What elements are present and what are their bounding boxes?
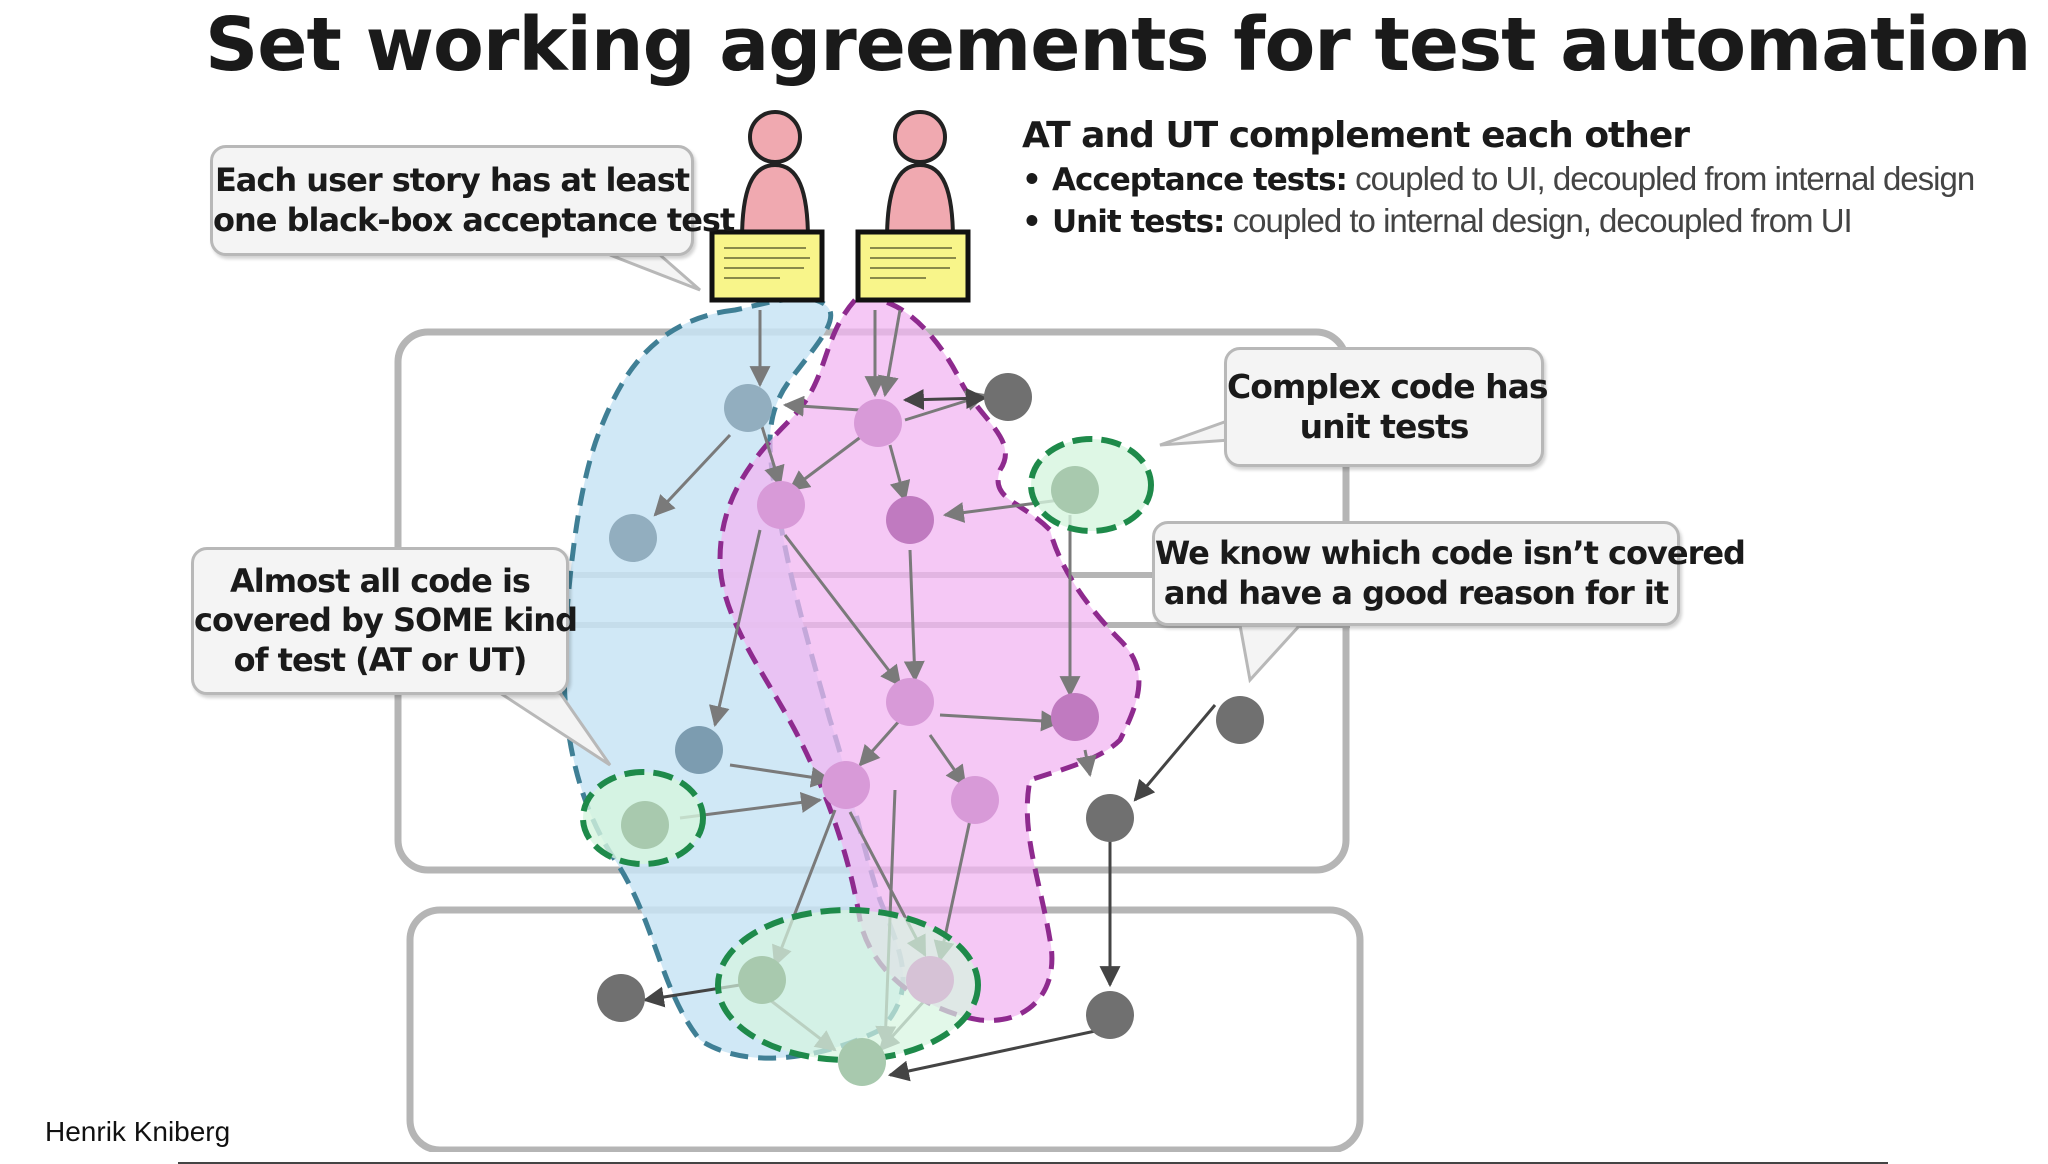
code-node bbox=[609, 514, 657, 562]
code-node bbox=[738, 956, 786, 1004]
code-node bbox=[621, 801, 669, 849]
story-card-icon bbox=[709, 229, 825, 303]
code-node bbox=[886, 496, 934, 544]
at-ut-info: AT and UT complement each other • Accepta… bbox=[1022, 115, 2022, 240]
callout-line: covered by SOME kind bbox=[194, 601, 578, 640]
code-node bbox=[854, 399, 902, 447]
uncovered-node bbox=[1216, 696, 1264, 744]
info-desc: coupled to UI, decoupled from internal d… bbox=[1346, 160, 1975, 197]
acceptance-test-region bbox=[561, 296, 906, 1061]
code-node bbox=[838, 1038, 886, 1086]
callout-line: Almost all code is bbox=[230, 562, 531, 601]
callout-line: one black-box acceptance test bbox=[213, 200, 735, 239]
info-heading: AT and UT complement each other bbox=[1022, 115, 1690, 156]
callout-user-story: Each user story has at least one black-b… bbox=[210, 145, 735, 256]
callout-line: Each user story has at least bbox=[214, 161, 690, 200]
uncovered-node bbox=[984, 373, 1032, 421]
info-term: Acceptance tests: bbox=[1052, 162, 1348, 198]
story-card-icon bbox=[855, 229, 971, 303]
info-desc: coupled to internal design, decoupled fr… bbox=[1224, 202, 1853, 239]
uncovered-node bbox=[1086, 794, 1134, 842]
code-node bbox=[822, 761, 870, 809]
bullet-icon: • bbox=[1022, 204, 1042, 240]
user-figure-left bbox=[709, 110, 825, 303]
callout-tail bbox=[1159, 417, 1232, 447]
callout-tail bbox=[1238, 623, 1304, 684]
code-node bbox=[675, 726, 723, 774]
slide-title: Set working agreements for test automati… bbox=[205, 2, 2031, 88]
info-item-unit: • Unit tests: coupled to internal design,… bbox=[1022, 202, 2022, 240]
uncovered-node bbox=[597, 974, 645, 1022]
callout-line: Complex code has bbox=[1227, 366, 1549, 406]
bullet-icon: • bbox=[1022, 162, 1042, 198]
unit-test-region bbox=[717, 296, 1142, 1023]
code-node bbox=[757, 481, 805, 529]
callout-complex-code: Complex code has unit tests bbox=[1224, 347, 1549, 467]
code-node bbox=[724, 384, 772, 432]
uncovered-node bbox=[1086, 991, 1134, 1039]
callout-known-coverage: We know which code isn’t covered and hav… bbox=[1152, 521, 1746, 626]
code-node bbox=[1051, 693, 1099, 741]
code-nodes bbox=[609, 384, 1099, 1086]
code-node bbox=[906, 956, 954, 1004]
author-credit: Henrik Kniberg bbox=[45, 1116, 231, 1147]
uncovered-code-nodes bbox=[597, 373, 1264, 1039]
callout-almost-all-covered: Almost all code is covered by SOME kind … bbox=[191, 547, 578, 695]
callout-line: unit tests bbox=[1299, 407, 1470, 446]
callout-line: We know which code isn’t covered bbox=[1155, 534, 1746, 573]
code-node bbox=[1051, 466, 1099, 514]
callout-line: of test (AT or UT) bbox=[233, 640, 528, 679]
info-item-acceptance: • Acceptance tests: coupled to UI, decoup… bbox=[1022, 160, 2022, 198]
info-term: Unit tests: bbox=[1052, 204, 1225, 240]
callout-line: and have a good reason for it bbox=[1163, 573, 1669, 612]
callout-tail bbox=[609, 253, 701, 292]
user-figure-right bbox=[855, 110, 971, 303]
code-node bbox=[886, 678, 934, 726]
code-node bbox=[951, 776, 999, 824]
